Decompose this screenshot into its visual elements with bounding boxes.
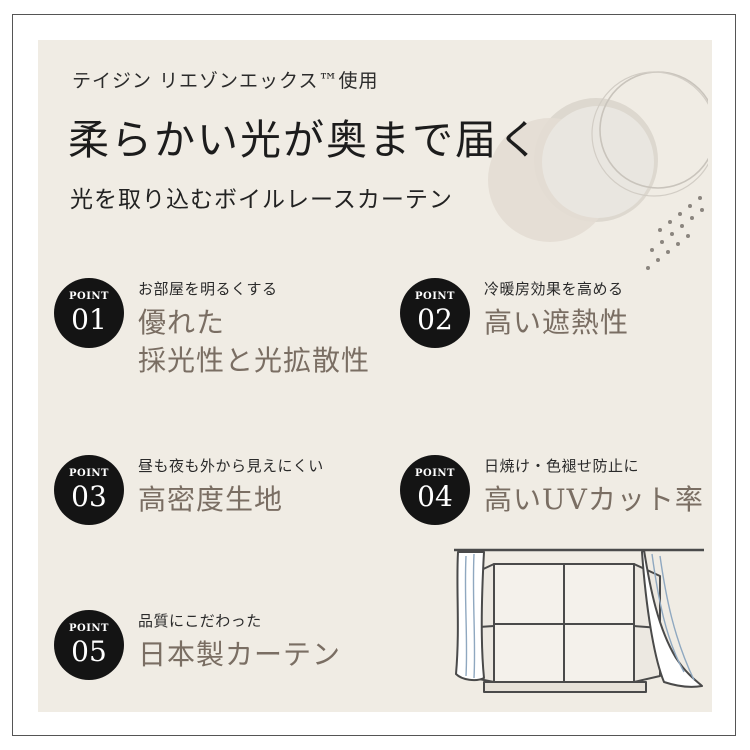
point-caption: 昼も夜も外から見えにくい bbox=[138, 457, 324, 475]
point-badge: POINT 04 bbox=[400, 455, 470, 525]
point-caption: 品質にこだわった bbox=[138, 612, 262, 630]
page-title: 柔らかい光が奥まで届く bbox=[68, 116, 541, 164]
window-curtain-icon bbox=[454, 548, 704, 693]
point-caption: 冷暖房効果を高める bbox=[484, 280, 624, 298]
point-heading: 日本製カーテン bbox=[138, 638, 342, 671]
content-panel: テイジン リエゾンエックス™使用 柔らかい光が奥まで届く 光を取り込むボイルレー… bbox=[38, 40, 712, 712]
point-badge: POINT 05 bbox=[54, 610, 124, 680]
decorative-circles-icon bbox=[488, 71, 708, 270]
point-caption: お部屋を明るくする bbox=[138, 280, 278, 298]
point-badge: POINT 03 bbox=[54, 455, 124, 525]
point-badge: POINT 02 bbox=[400, 278, 470, 348]
point-badge: POINT 01 bbox=[54, 278, 124, 348]
point-caption: 日焼け・色褪せ防止に bbox=[484, 457, 640, 475]
point-heading: 高密度生地 bbox=[138, 483, 284, 516]
header-tagline: 光を取り込むボイルレースカーテン bbox=[70, 187, 453, 213]
point-heading: 高い遮熱性 bbox=[484, 306, 630, 339]
point-heading: 高いUVカット率 bbox=[484, 483, 704, 516]
point-heading: 優れた 採光性と光拡散性 bbox=[138, 306, 371, 377]
header-subtitle: テイジン リエゾンエックス™使用 bbox=[72, 70, 379, 92]
